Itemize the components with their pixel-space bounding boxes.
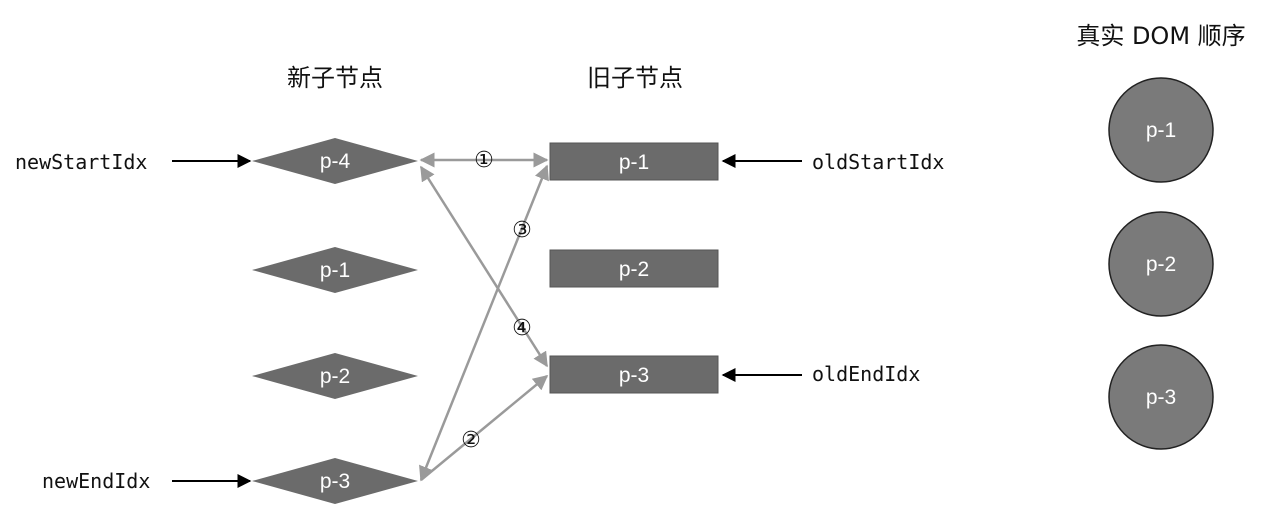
step-1-marker: ① xyxy=(474,148,494,173)
new-node-p4: p-4 xyxy=(252,138,418,184)
step-3-marker: ③ xyxy=(512,218,532,243)
new-node-p3: p-3 xyxy=(252,458,418,504)
old-end-idx-label: oldEndIdx xyxy=(812,362,920,386)
new-node-p3-label: p-3 xyxy=(320,470,350,493)
dom-node-p2: p-2 xyxy=(1108,211,1214,317)
old-node-p3-label: p-3 xyxy=(619,364,649,387)
old-node-p3: p-3 xyxy=(549,355,719,394)
dom-node-p3-label: p-3 xyxy=(1146,386,1176,409)
new-node-p4-label: p-4 xyxy=(320,150,351,173)
old-node-p1: p-1 xyxy=(549,142,719,181)
old-children-heading: 旧子节点 xyxy=(587,64,683,92)
new-node-p1-label: p-1 xyxy=(320,259,350,282)
new-node-p2-label: p-2 xyxy=(320,365,350,388)
dom-node-p2-label: p-2 xyxy=(1146,253,1176,276)
compare-connector-2 xyxy=(420,375,549,481)
new-node-p1: p-1 xyxy=(252,247,418,293)
new-start-idx-label: newStartIdx xyxy=(15,150,147,174)
old-node-p1-label: p-1 xyxy=(619,151,649,174)
dom-node-p1-label: p-1 xyxy=(1146,119,1176,142)
compare-connector-4 xyxy=(419,165,549,368)
step-2-marker: ② xyxy=(461,428,481,453)
real-dom-order-heading: 真实 DOM 顺序 xyxy=(1076,22,1245,50)
new-children-heading: 新子节点 xyxy=(287,64,383,92)
dom-node-p3: p-3 xyxy=(1108,344,1214,450)
step-4-marker: ④ xyxy=(512,316,532,341)
dom-node-p1: p-1 xyxy=(1108,77,1214,183)
old-start-idx-label: oldStartIdx xyxy=(812,150,944,174)
new-end-idx-label: newEndIdx xyxy=(42,469,150,493)
old-node-p2-label: p-2 xyxy=(619,258,649,281)
old-node-p2: p-2 xyxy=(549,249,719,288)
new-node-p2: p-2 xyxy=(252,353,418,399)
